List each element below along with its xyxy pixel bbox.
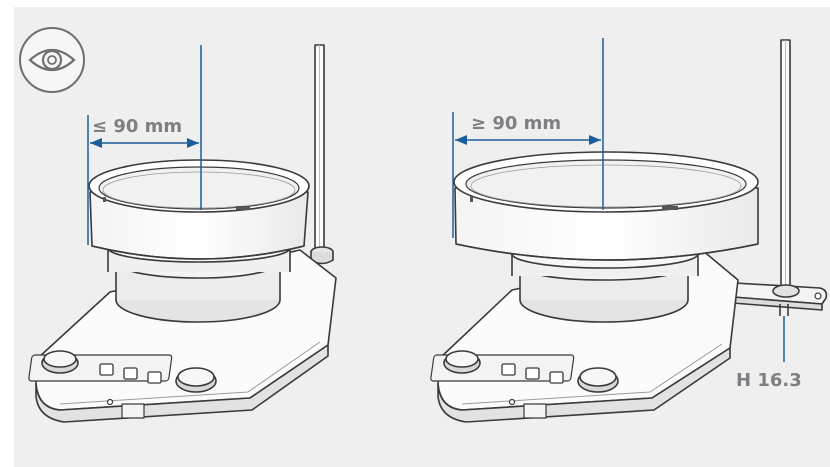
eye-icon [19,27,85,93]
left-dimension-lines [87,45,202,245]
left-dimension-label: ≤ 90 mm [92,116,183,137]
left-bowl [88,159,310,260]
right-bowl [453,151,759,261]
right-dimension-lines [452,38,604,238]
right-pedestal [511,239,699,323]
right-stirrer-assembly [430,39,828,423]
support-clamp-h16-3 [714,273,828,316]
right-dimension-label: ≥ 90 mm [471,113,562,134]
right-support-rod [780,39,791,303]
left-support-rod [310,44,334,265]
part-reference-label: H 16.3 [736,370,802,391]
left-stirrer-assembly [28,44,337,423]
